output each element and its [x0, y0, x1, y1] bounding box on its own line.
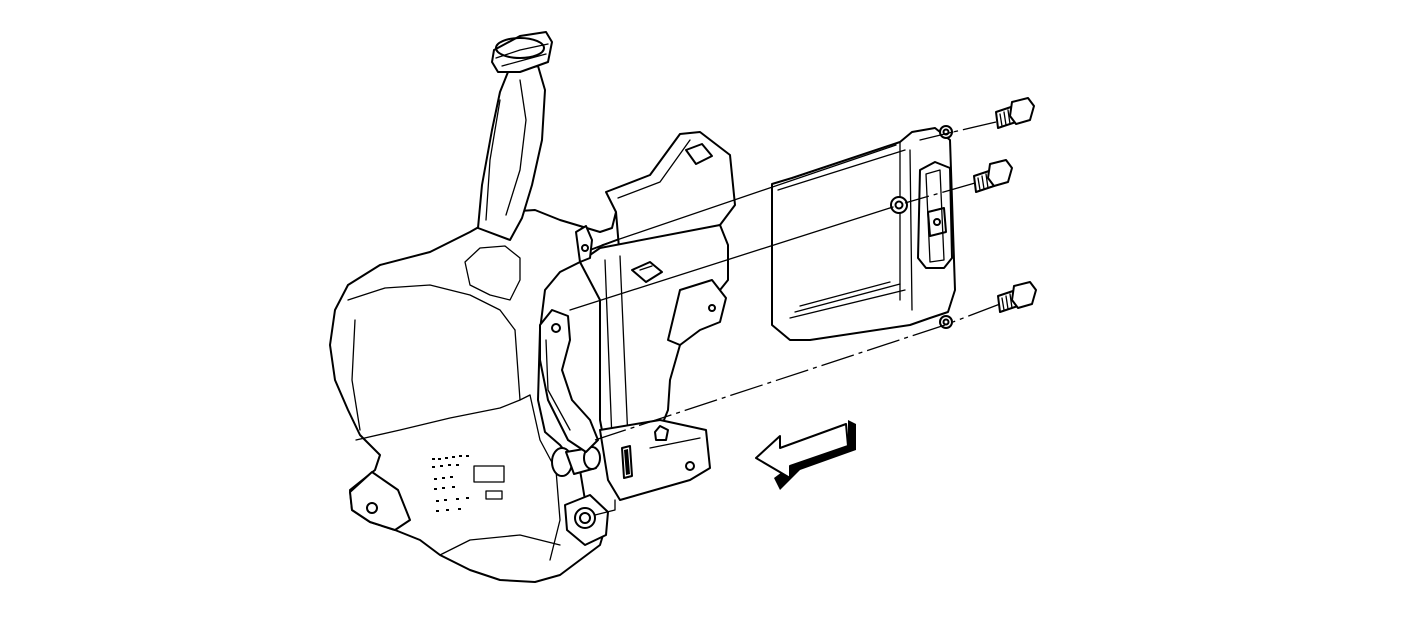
pump-outlet — [551, 446, 601, 477]
washer-fluid-reservoir — [329, 209, 623, 583]
reservoir-filler-neck — [477, 31, 553, 241]
reservoir-mount-boss — [564, 494, 609, 546]
alignment-lines — [569, 121, 1001, 441]
bolt-upper — [995, 97, 1035, 129]
bolt-lower — [997, 281, 1037, 313]
cover-plate — [771, 125, 956, 341]
molded-marks — [432, 455, 505, 512]
bolt-middle — [973, 159, 1013, 193]
install-direction-arrow — [755, 420, 856, 490]
mounting-bracket — [539, 131, 736, 516]
